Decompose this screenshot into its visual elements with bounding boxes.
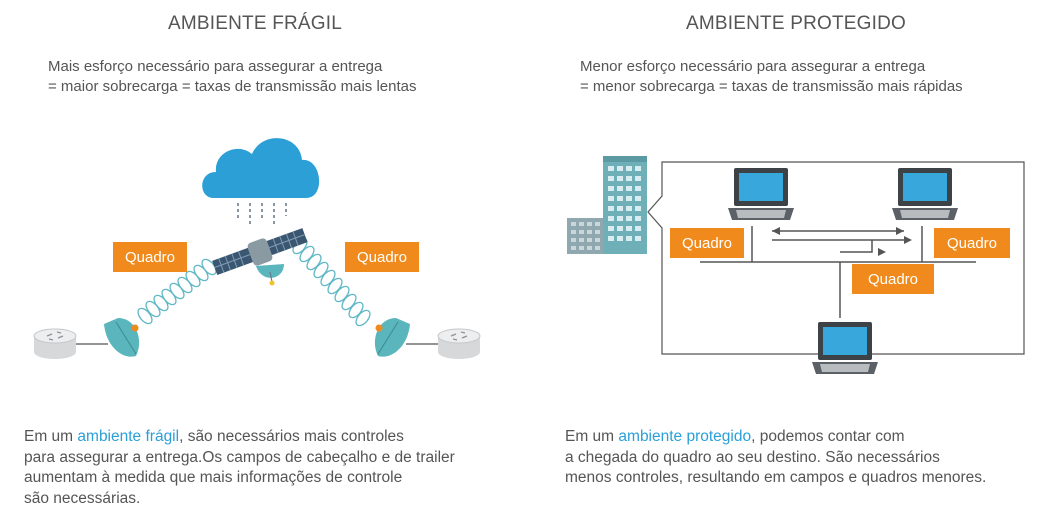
- frame-label: Quadro: [345, 242, 419, 272]
- router-icon: [437, 328, 481, 359]
- left-subtitle-line2: = maior sobrecarga = taxas de transmissã…: [48, 78, 417, 95]
- frame-label: Quadro: [670, 228, 744, 258]
- frame-label: Quadro: [934, 228, 1010, 258]
- laptop-icon: [728, 168, 794, 220]
- wireless-link-left: [137, 258, 217, 325]
- satellite-icon: [212, 228, 308, 275]
- dish-icon: [374, 318, 410, 357]
- left-description-line3: aumentam à medida que mais informações d…: [24, 469, 403, 486]
- highlight-protected: ambiente protegido: [618, 428, 752, 445]
- left-description-line1: Em um ambiente frágil, são necessários m…: [24, 428, 404, 445]
- frame-label: Quadro: [852, 264, 934, 294]
- right-description-line3: menos controles, resultando em campos e …: [565, 469, 987, 486]
- cloud-icon: [202, 138, 320, 226]
- left-title: AMBIENTE FRÁGIL: [168, 13, 343, 34]
- wireless-link-right: [292, 237, 371, 327]
- laptop-icon: [812, 322, 878, 374]
- right-subtitle-line2: = menor sobrecarga = taxas de transmissã…: [580, 78, 963, 95]
- right-title: AMBIENTE PROTEGIDO: [686, 13, 907, 34]
- left-subtitle-line1: Mais esforço necessário para assegurar a…: [48, 58, 383, 75]
- right-description-line2: a chegada do quadro ao seu destino. São …: [565, 448, 940, 466]
- highlight-fragile: ambiente frágil: [77, 428, 180, 445]
- right-description-line1: Em um ambiente protegido, podemos contar…: [565, 428, 905, 445]
- building-icon: [567, 156, 647, 254]
- left-description: Em um ambiente frágil, são necessários m…: [24, 427, 455, 509]
- router-icon: [33, 328, 77, 359]
- arrowheads: [772, 227, 912, 256]
- frame-label: Quadro: [113, 242, 187, 272]
- left-description-line2: para assegurar a entrega.Os campos de ca…: [24, 448, 455, 466]
- laptop-icon: [892, 168, 958, 220]
- network-lines: [700, 226, 976, 318]
- right-subtitle-line1: Menor esforço necessário para assegurar …: [580, 58, 926, 75]
- dish-icon: [104, 318, 140, 357]
- right-description: Em um ambiente protegido, podemos contar…: [565, 427, 986, 489]
- left-description-line4: são necessárias.: [24, 489, 141, 507]
